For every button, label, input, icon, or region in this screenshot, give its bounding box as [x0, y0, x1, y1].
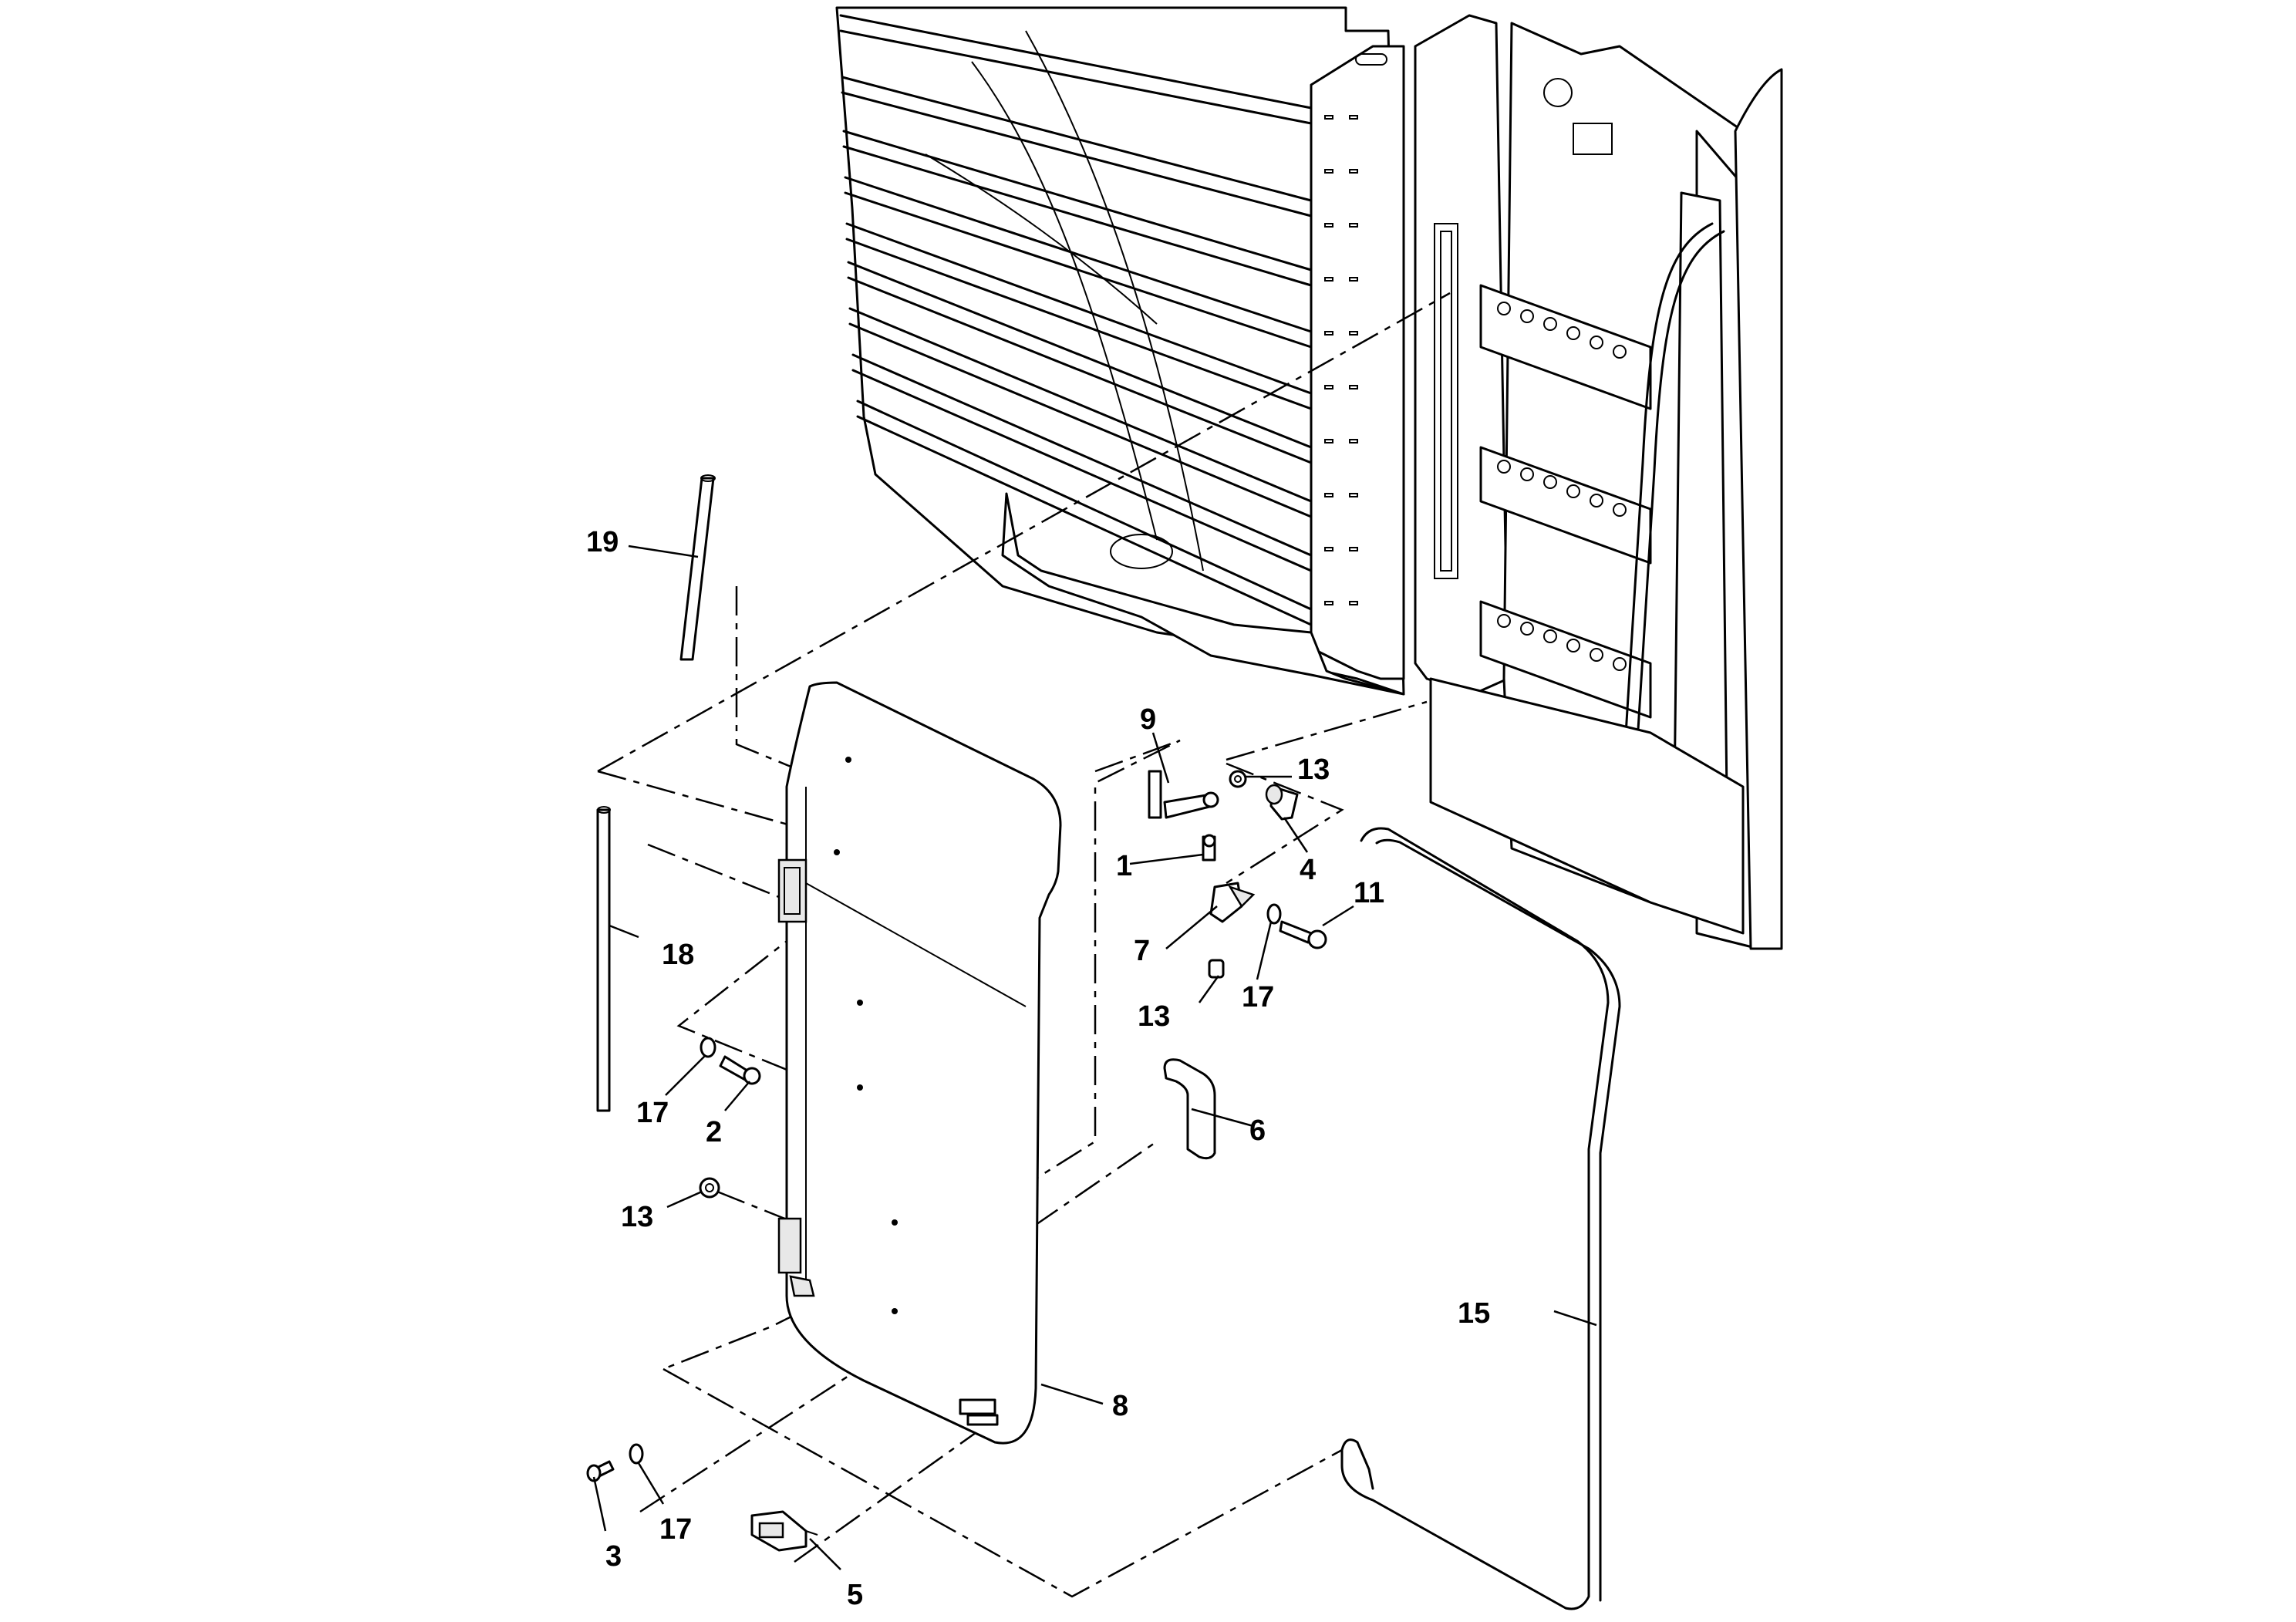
callout-7: 7 [1134, 935, 1150, 967]
callout-8: 8 [1112, 1390, 1128, 1422]
fitting-part-1 [1202, 834, 1216, 862]
callout-labels: 19 18 9 13 1 4 11 7 17 13 6 17 2 13 15 8… [586, 526, 1490, 1611]
callout-2: 2 [706, 1116, 722, 1148]
handle-part-6 [1163, 1058, 1216, 1160]
callout-18: 18 [662, 939, 694, 971]
callout-leaders [592, 545, 1597, 1570]
bolt-part-2 [719, 1055, 761, 1085]
radiator-grille-slats [839, 14, 1313, 626]
seal-part-15 [1340, 827, 1621, 1610]
pin-part-9 [1148, 770, 1219, 819]
cap-part-4 [1265, 784, 1299, 821]
callout-13-lower: 13 [1138, 1000, 1170, 1033]
washer-part-17-bottom [629, 1443, 644, 1465]
rod-part-19 [679, 474, 716, 661]
callout-5: 5 [847, 1579, 863, 1611]
nut-part-13-left [699, 1177, 720, 1199]
washer-part-13-upper [1229, 770, 1247, 788]
perforated-panels [1479, 284, 1652, 719]
callout-11: 11 [1354, 877, 1384, 909]
callout-17-bottom: 17 [659, 1513, 692, 1546]
callout-19: 19 [586, 526, 619, 558]
callout-17-left: 17 [636, 1097, 669, 1129]
callout-4: 4 [1300, 854, 1316, 886]
washer-part-17-right [1266, 903, 1282, 925]
door-panel-part-8 [777, 681, 1062, 1445]
bolt-part-11 [1279, 920, 1327, 949]
callout-15: 15 [1458, 1297, 1490, 1330]
screw-part-3 [586, 1460, 615, 1482]
machine-frame-assembly [835, 6, 1783, 950]
latch-part-5 [750, 1510, 818, 1552]
callout-1: 1 [1116, 850, 1132, 882]
bracket-plate [1310, 45, 1405, 680]
callout-9: 9 [1140, 703, 1156, 736]
callout-13-upper: 13 [1297, 754, 1330, 786]
callout-6: 6 [1249, 1114, 1266, 1147]
rod-part-18 [596, 806, 611, 1112]
bracket-part-7 [1209, 882, 1256, 923]
callout-13-left: 13 [621, 1201, 653, 1233]
washer-part-17-left [700, 1037, 716, 1058]
callout-17-right: 17 [1242, 981, 1274, 1013]
callout-3: 3 [605, 1540, 622, 1573]
washer-part-13-lower [1208, 959, 1225, 979]
